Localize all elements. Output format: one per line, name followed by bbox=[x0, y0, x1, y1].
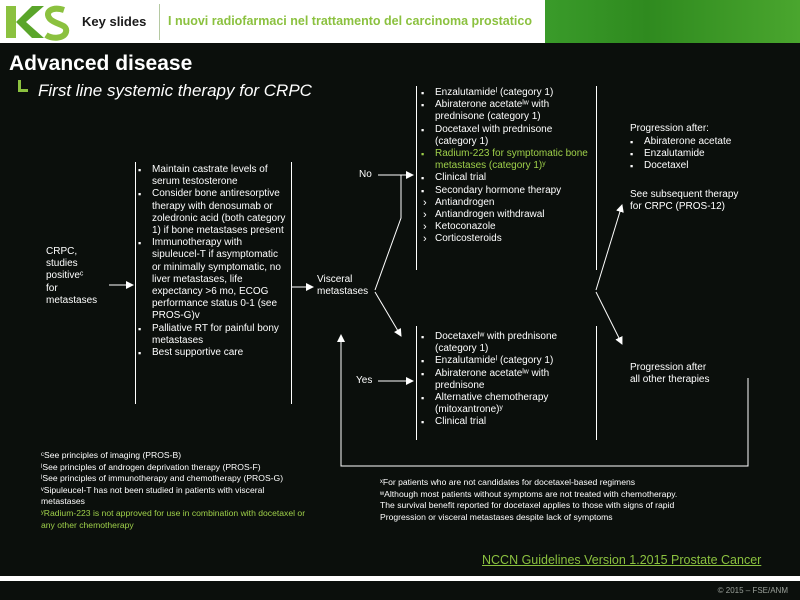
page-title: Advanced disease bbox=[9, 52, 193, 75]
subtitle-bracket-icon bbox=[18, 80, 28, 92]
list-item: Docetaxelʷ with prednisone (category 1) bbox=[421, 331, 595, 355]
list-item: Enzalutamide bbox=[630, 148, 770, 160]
bottom-divider bbox=[0, 576, 800, 581]
options-right-bracket bbox=[291, 162, 292, 404]
list-item: Abiraterone acetateˡʷ with prednisone (c… bbox=[421, 99, 595, 123]
header-title: I nuovi radiofarmaci nel trattamento del… bbox=[168, 14, 532, 28]
list-item: Enzalutamideˡ (category 1) bbox=[421, 355, 595, 367]
progression-after-list: Abiraterone acetate Enzalutamide Docetax… bbox=[630, 136, 770, 173]
sub-list-item: Antiandrogen withdrawal bbox=[421, 209, 595, 221]
connector-visceral-down bbox=[374, 291, 402, 337]
yes-label: Yes bbox=[356, 375, 373, 386]
list-item: Clinical trial bbox=[421, 172, 595, 184]
connector-visceral-up bbox=[374, 175, 402, 291]
copyright-text: © 2015 – FSE/ANM bbox=[717, 586, 788, 595]
footnotes-right: ˣFor patients who are not candidates for… bbox=[380, 477, 678, 522]
yes-branch-list: Docetaxelʷ with prednisone (category 1) … bbox=[421, 331, 595, 429]
list-item: Abiraterone acetateˡʷ with prednisone bbox=[421, 368, 595, 392]
no-branch-left-bracket bbox=[416, 86, 417, 270]
list-item: Secondary hormone therapy bbox=[421, 185, 595, 197]
treatment-options-list: Maintain castrate levels of serum testos… bbox=[138, 164, 288, 359]
no-branch-right-bracket bbox=[596, 86, 597, 270]
footnotes-left: ᶜSee principles of imaging (PROS-B) ˡSee… bbox=[41, 450, 306, 530]
list-item: Consider bone antiresorptive therapy wit… bbox=[138, 188, 288, 237]
list-item: Immunotherapy with sipuleucel-T if asymp… bbox=[138, 237, 288, 322]
list-item: Palliative RT for painful bony metastase… bbox=[138, 323, 288, 347]
list-item: Maintain castrate levels of serum testos… bbox=[138, 164, 288, 188]
list-item: Enzalutamideˡ (category 1) bbox=[421, 87, 595, 99]
sub-list-item: Ketoconazole bbox=[421, 221, 595, 233]
arrow-to-progression-all bbox=[595, 291, 623, 345]
yes-branch-left-bracket bbox=[416, 326, 417, 440]
page-subtitle: First line systemic therapy for CRPC bbox=[38, 81, 312, 100]
crpc-label: CRPC, studies positiveᶜ for metastases bbox=[46, 246, 98, 306]
key-slides-label: Key slides bbox=[82, 14, 147, 29]
list-item: Abiraterone acetate bbox=[630, 136, 770, 148]
list-item: Alternative chemotherapy (mitoxantrone)ʸ bbox=[421, 392, 595, 416]
no-label: No bbox=[359, 169, 372, 180]
ks-logo-icon bbox=[6, 5, 70, 41]
connector-loop-back bbox=[337, 334, 749, 467]
radium-223-item: Radium-223 for symptomatic bone metastas… bbox=[421, 148, 595, 172]
visceral-metastases-label: Visceral metastases bbox=[317, 274, 369, 298]
list-item: Clinical trial bbox=[421, 416, 595, 428]
options-left-bracket bbox=[135, 162, 136, 404]
arrow-to-progression-after bbox=[595, 204, 624, 291]
list-item: Best supportive care bbox=[138, 347, 288, 359]
list-item: Docetaxel with prednisone (category 1) bbox=[421, 124, 595, 148]
nccn-guidelines-link[interactable]: NCCN Guidelines Version 1.2015 Prostate … bbox=[482, 553, 762, 567]
list-item: Docetaxel bbox=[630, 160, 770, 172]
subsequent-therapy-note: See subsequent therapy for CRPC (PROS-12… bbox=[630, 189, 739, 213]
sub-list-item: Corticosteroids bbox=[421, 233, 595, 245]
progression-after-heading: Progression after: bbox=[630, 123, 709, 134]
yes-branch-right-bracket bbox=[596, 326, 597, 440]
header-green-band bbox=[545, 0, 800, 43]
header-bar: Key slides I nuovi radiofarmaci nel trat… bbox=[0, 0, 800, 43]
sub-list-item: Antiandrogen bbox=[421, 197, 595, 209]
progression-all-label: Progression after all other therapies bbox=[630, 362, 710, 386]
no-branch-list: Enzalutamideˡ (category 1) Abiraterone a… bbox=[421, 87, 595, 246]
header-separator bbox=[159, 4, 160, 40]
